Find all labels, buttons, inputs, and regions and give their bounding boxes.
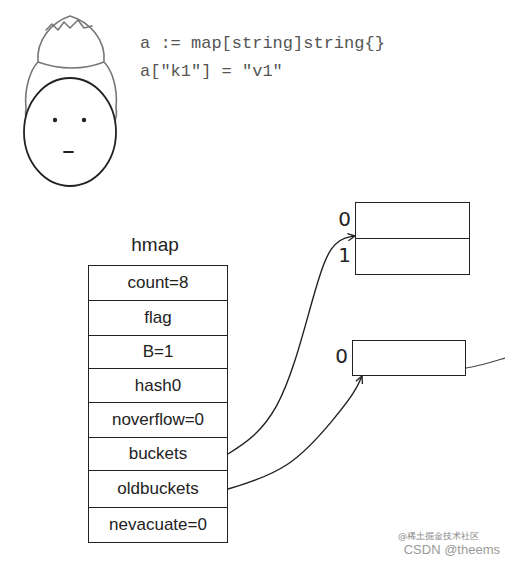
field-box: nevacuate=0 (88, 507, 228, 543)
pointer-arrow (228, 376, 362, 489)
bucket-slot: 0 (352, 340, 466, 376)
field-box: B=1 (88, 335, 228, 369)
overflow-pointer (466, 358, 505, 368)
pointer-arrow (228, 236, 355, 454)
field-box: flag (88, 300, 228, 336)
slot-index: 0 (337, 209, 352, 229)
code-line: a := map[string]string{} (140, 34, 385, 53)
field-box: noverflow=0 (88, 402, 228, 438)
mouth (64, 151, 73, 153)
cartoon-character (24, 16, 116, 186)
field-name: B=1 (143, 342, 174, 362)
field-name: buckets (129, 444, 188, 464)
field-box: buckets (88, 437, 228, 471)
slot-index: 0 (334, 346, 349, 366)
face (24, 78, 116, 186)
field-box: count=8 (88, 265, 228, 301)
field-name: noverflow=0 (112, 410, 204, 430)
field-name: count=8 (128, 273, 189, 293)
slot-index: 1 (337, 245, 352, 265)
field-name: hash0 (135, 376, 181, 396)
field-name: flag (144, 308, 171, 328)
field-box: oldbuckets (88, 470, 228, 508)
field-name: oldbuckets (117, 479, 198, 499)
watermark: @稀土掘金技术社区 (398, 530, 479, 543)
field-name: nevacuate=0 (109, 515, 207, 535)
struct-title: hmap (131, 234, 179, 256)
watermark: CSDN @theems (404, 542, 500, 557)
code-line: a["k1"] = "v1" (140, 62, 283, 81)
bucket-slot: 1 (355, 238, 470, 275)
eye (53, 118, 57, 122)
eye (82, 118, 86, 122)
field-box: hash0 (88, 368, 228, 403)
bucket-slot: 0 (355, 202, 470, 239)
